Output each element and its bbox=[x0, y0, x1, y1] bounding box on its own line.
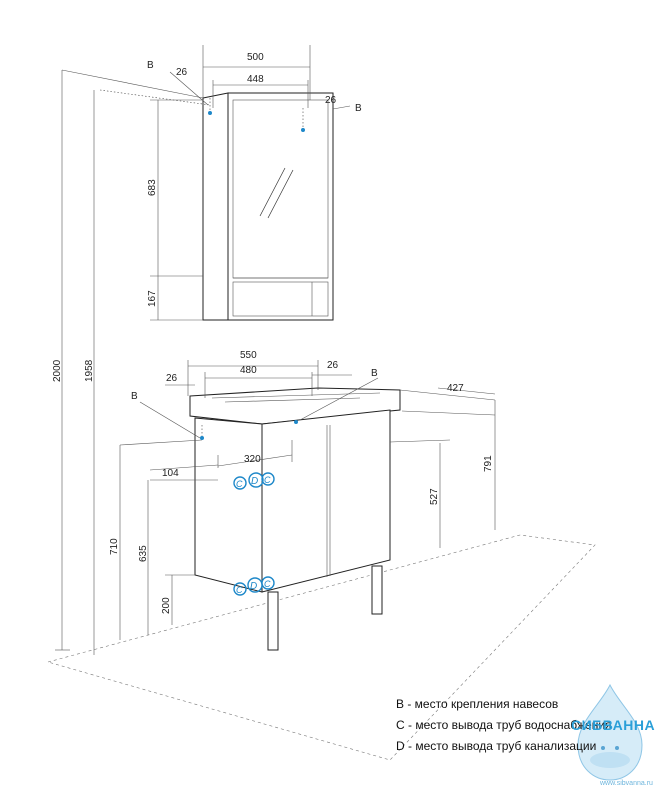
legend-d: D - место вывода труб канализации bbox=[396, 739, 597, 753]
dim-mirror-right-offset: 26 bbox=[325, 95, 337, 106]
pipe-label-d-2: D bbox=[250, 581, 257, 592]
pipe-markers-lower bbox=[233, 576, 275, 596]
pipe-label-c-2: C bbox=[264, 475, 271, 485]
dim-vanity-mount-width: 320 bbox=[244, 454, 261, 465]
height-dimension-lines bbox=[55, 69, 204, 655]
dim-drain-height: 200 bbox=[161, 597, 172, 614]
marker-b-vanity-left: B bbox=[131, 391, 138, 402]
water-pipe-marker-left-low bbox=[233, 582, 247, 596]
mirror-cabinet bbox=[202, 92, 334, 321]
dim-mirror-inner-width: 448 bbox=[247, 74, 264, 85]
pipe-label-c-3: C bbox=[236, 585, 243, 595]
pipe-label-d-1: D bbox=[251, 476, 258, 487]
vanity-dimension-lines bbox=[119, 360, 496, 640]
dim-vanity-mount-height: 710 bbox=[109, 538, 120, 555]
dim-water-pipe-offset: 104 bbox=[162, 468, 179, 479]
dim-vanity-right-offset: 26 bbox=[327, 360, 339, 371]
pipe-label-c-4: C bbox=[264, 579, 271, 589]
dim-vanity-depth: 427 bbox=[447, 383, 464, 394]
pipe-label-c-1: C bbox=[236, 479, 243, 489]
water-pipe-marker-left bbox=[233, 476, 247, 490]
marker-b-mirror-left: B bbox=[147, 60, 154, 71]
pipe-markers-upper bbox=[233, 472, 275, 490]
water-pipe-marker-right-low bbox=[261, 576, 275, 590]
dim-mirror-width: 500 bbox=[247, 52, 264, 63]
dim-total-height: 2000 bbox=[52, 359, 63, 382]
brand-watermark: СИБВАННА bbox=[571, 717, 656, 733]
mount-point-b-vanity-right bbox=[294, 420, 298, 424]
mount-point-b-mirror-left bbox=[208, 111, 212, 115]
dim-vanity-inner-width: 480 bbox=[240, 365, 257, 376]
dim-mirror-left-offset: 26 bbox=[176, 67, 188, 78]
dim-mirror-mount-height: 1958 bbox=[84, 359, 95, 382]
mount-point-b-mirror-right bbox=[301, 128, 305, 132]
dim-water-pipe-height: 635 bbox=[138, 545, 149, 562]
water-pipe-marker-right bbox=[261, 472, 275, 486]
drain-pipe-marker bbox=[248, 472, 264, 488]
brand-url: www.sibvanna.ru bbox=[600, 780, 653, 787]
mirror-dimension-lines bbox=[99, 45, 351, 321]
water-drop-logo bbox=[577, 683, 643, 781]
dim-mirror-upper-height: 683 bbox=[147, 179, 158, 196]
vanity-cabinet bbox=[189, 387, 401, 651]
mount-point-b-vanity-left bbox=[200, 436, 204, 440]
floor-outline bbox=[47, 534, 596, 761]
dim-vanity-width: 550 bbox=[240, 350, 257, 361]
dim-mirror-shelf-height: 167 bbox=[147, 290, 158, 307]
marker-b-vanity-right: B bbox=[371, 368, 378, 379]
dim-mount-to-floor: 527 bbox=[429, 488, 440, 505]
dim-vanity-left-offset: 26 bbox=[166, 373, 178, 384]
legend-b: B - место крепления навесов bbox=[396, 697, 559, 711]
dim-vanity-top-height: 791 bbox=[483, 455, 494, 472]
legend-c: C - место вывода труб водоснабжения bbox=[396, 718, 612, 732]
marker-b-mirror-right: B bbox=[355, 103, 362, 114]
